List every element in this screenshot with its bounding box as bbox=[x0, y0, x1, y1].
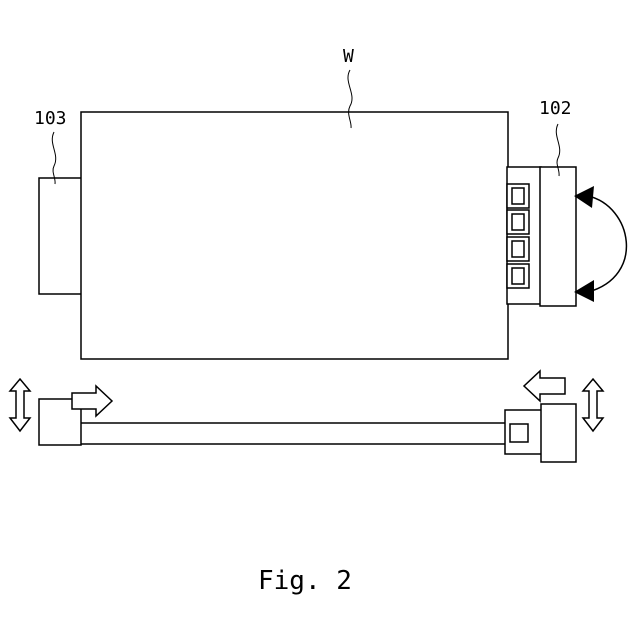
leader-line-103 bbox=[52, 132, 55, 184]
side-view bbox=[10, 371, 603, 462]
right-side-connector-slot bbox=[510, 424, 528, 442]
top-view: W 103 102 bbox=[34, 46, 626, 359]
side-bar bbox=[80, 423, 508, 444]
connector-slot bbox=[512, 214, 524, 230]
connector-slot bbox=[512, 188, 524, 204]
label-right-unit: 102 bbox=[539, 98, 572, 119]
right-push-arrow bbox=[524, 371, 565, 401]
left-unit-block bbox=[39, 178, 82, 294]
connector-slot bbox=[512, 241, 524, 257]
rotation-arrow bbox=[574, 186, 626, 302]
workpiece-block bbox=[81, 112, 508, 359]
label-left-unit: 103 bbox=[34, 108, 67, 129]
figure-caption: Fig. 2 bbox=[258, 566, 352, 596]
left-updown-arrow bbox=[10, 379, 30, 431]
connector-slot bbox=[512, 268, 524, 284]
right-unit-block bbox=[540, 167, 576, 306]
right-updown-arrow bbox=[583, 379, 603, 431]
right-side-block bbox=[541, 404, 576, 462]
label-workpiece: W bbox=[343, 46, 354, 67]
